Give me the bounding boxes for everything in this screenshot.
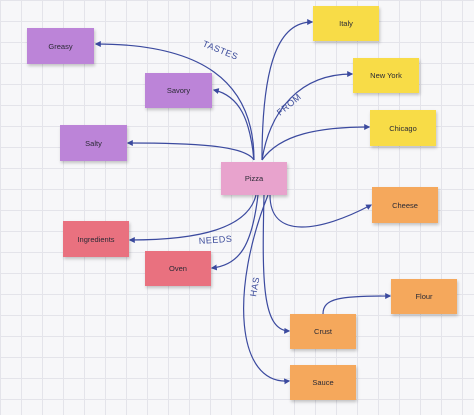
edge-pizza-italy [261, 19, 314, 161]
node-savory[interactable]: Savory [145, 73, 212, 108]
node-label: Savory [166, 86, 191, 95]
edge-crust-flour [322, 293, 392, 315]
node-chicago[interactable]: Chicago [370, 110, 436, 146]
edge-label-tastes: TASTES [201, 39, 239, 62]
node-label: Sauce [312, 378, 334, 387]
node-label: Oven [169, 264, 187, 273]
node-salty[interactable]: Salty [60, 125, 127, 161]
node-italy[interactable]: Italy [313, 6, 379, 41]
edge-pizza-salty [126, 140, 255, 161]
node-sauce[interactable]: Sauce [290, 365, 356, 400]
edge-pizza-greasy [94, 41, 255, 161]
edge-label-from: FROM [275, 92, 303, 118]
node-new-york[interactable]: New York [353, 58, 419, 93]
node-label: Salty [85, 138, 102, 148]
edge-pizza-new-york [261, 71, 354, 161]
edge-pizza-cheese [269, 194, 373, 228]
edge-label-needs: NEEDS [198, 234, 232, 246]
node-label: New York [370, 71, 402, 80]
node-oven[interactable]: Oven [145, 251, 211, 286]
node-label: Pizza [244, 174, 264, 183]
edge-label-has: HAS [248, 276, 261, 297]
node-pizza[interactable]: Pizza [221, 162, 287, 195]
node-greasy[interactable]: Greasy [27, 28, 94, 64]
node-label: Flour [415, 292, 433, 301]
node-flour[interactable]: Flour [391, 279, 457, 314]
edge-pizza-oven [210, 194, 259, 271]
node-label: Chicago [389, 123, 417, 133]
edge-pizza-sauce [243, 194, 291, 385]
node-ingredients[interactable]: Ingredients [63, 221, 129, 257]
edge-pizza-savory [212, 88, 255, 161]
node-crust[interactable]: Crust [290, 314, 356, 349]
edge-pizza-chicago [261, 124, 371, 161]
node-cheese[interactable]: Cheese [372, 187, 438, 223]
node-label: Greasy [48, 41, 73, 51]
node-label: Crust [314, 327, 332, 336]
node-label: Ingredients [77, 234, 115, 244]
node-label: Italy [339, 19, 353, 28]
node-label: Cheese [392, 200, 418, 210]
edge-pizza-ingredients [128, 194, 257, 243]
edge-pizza-crust [262, 194, 291, 334]
